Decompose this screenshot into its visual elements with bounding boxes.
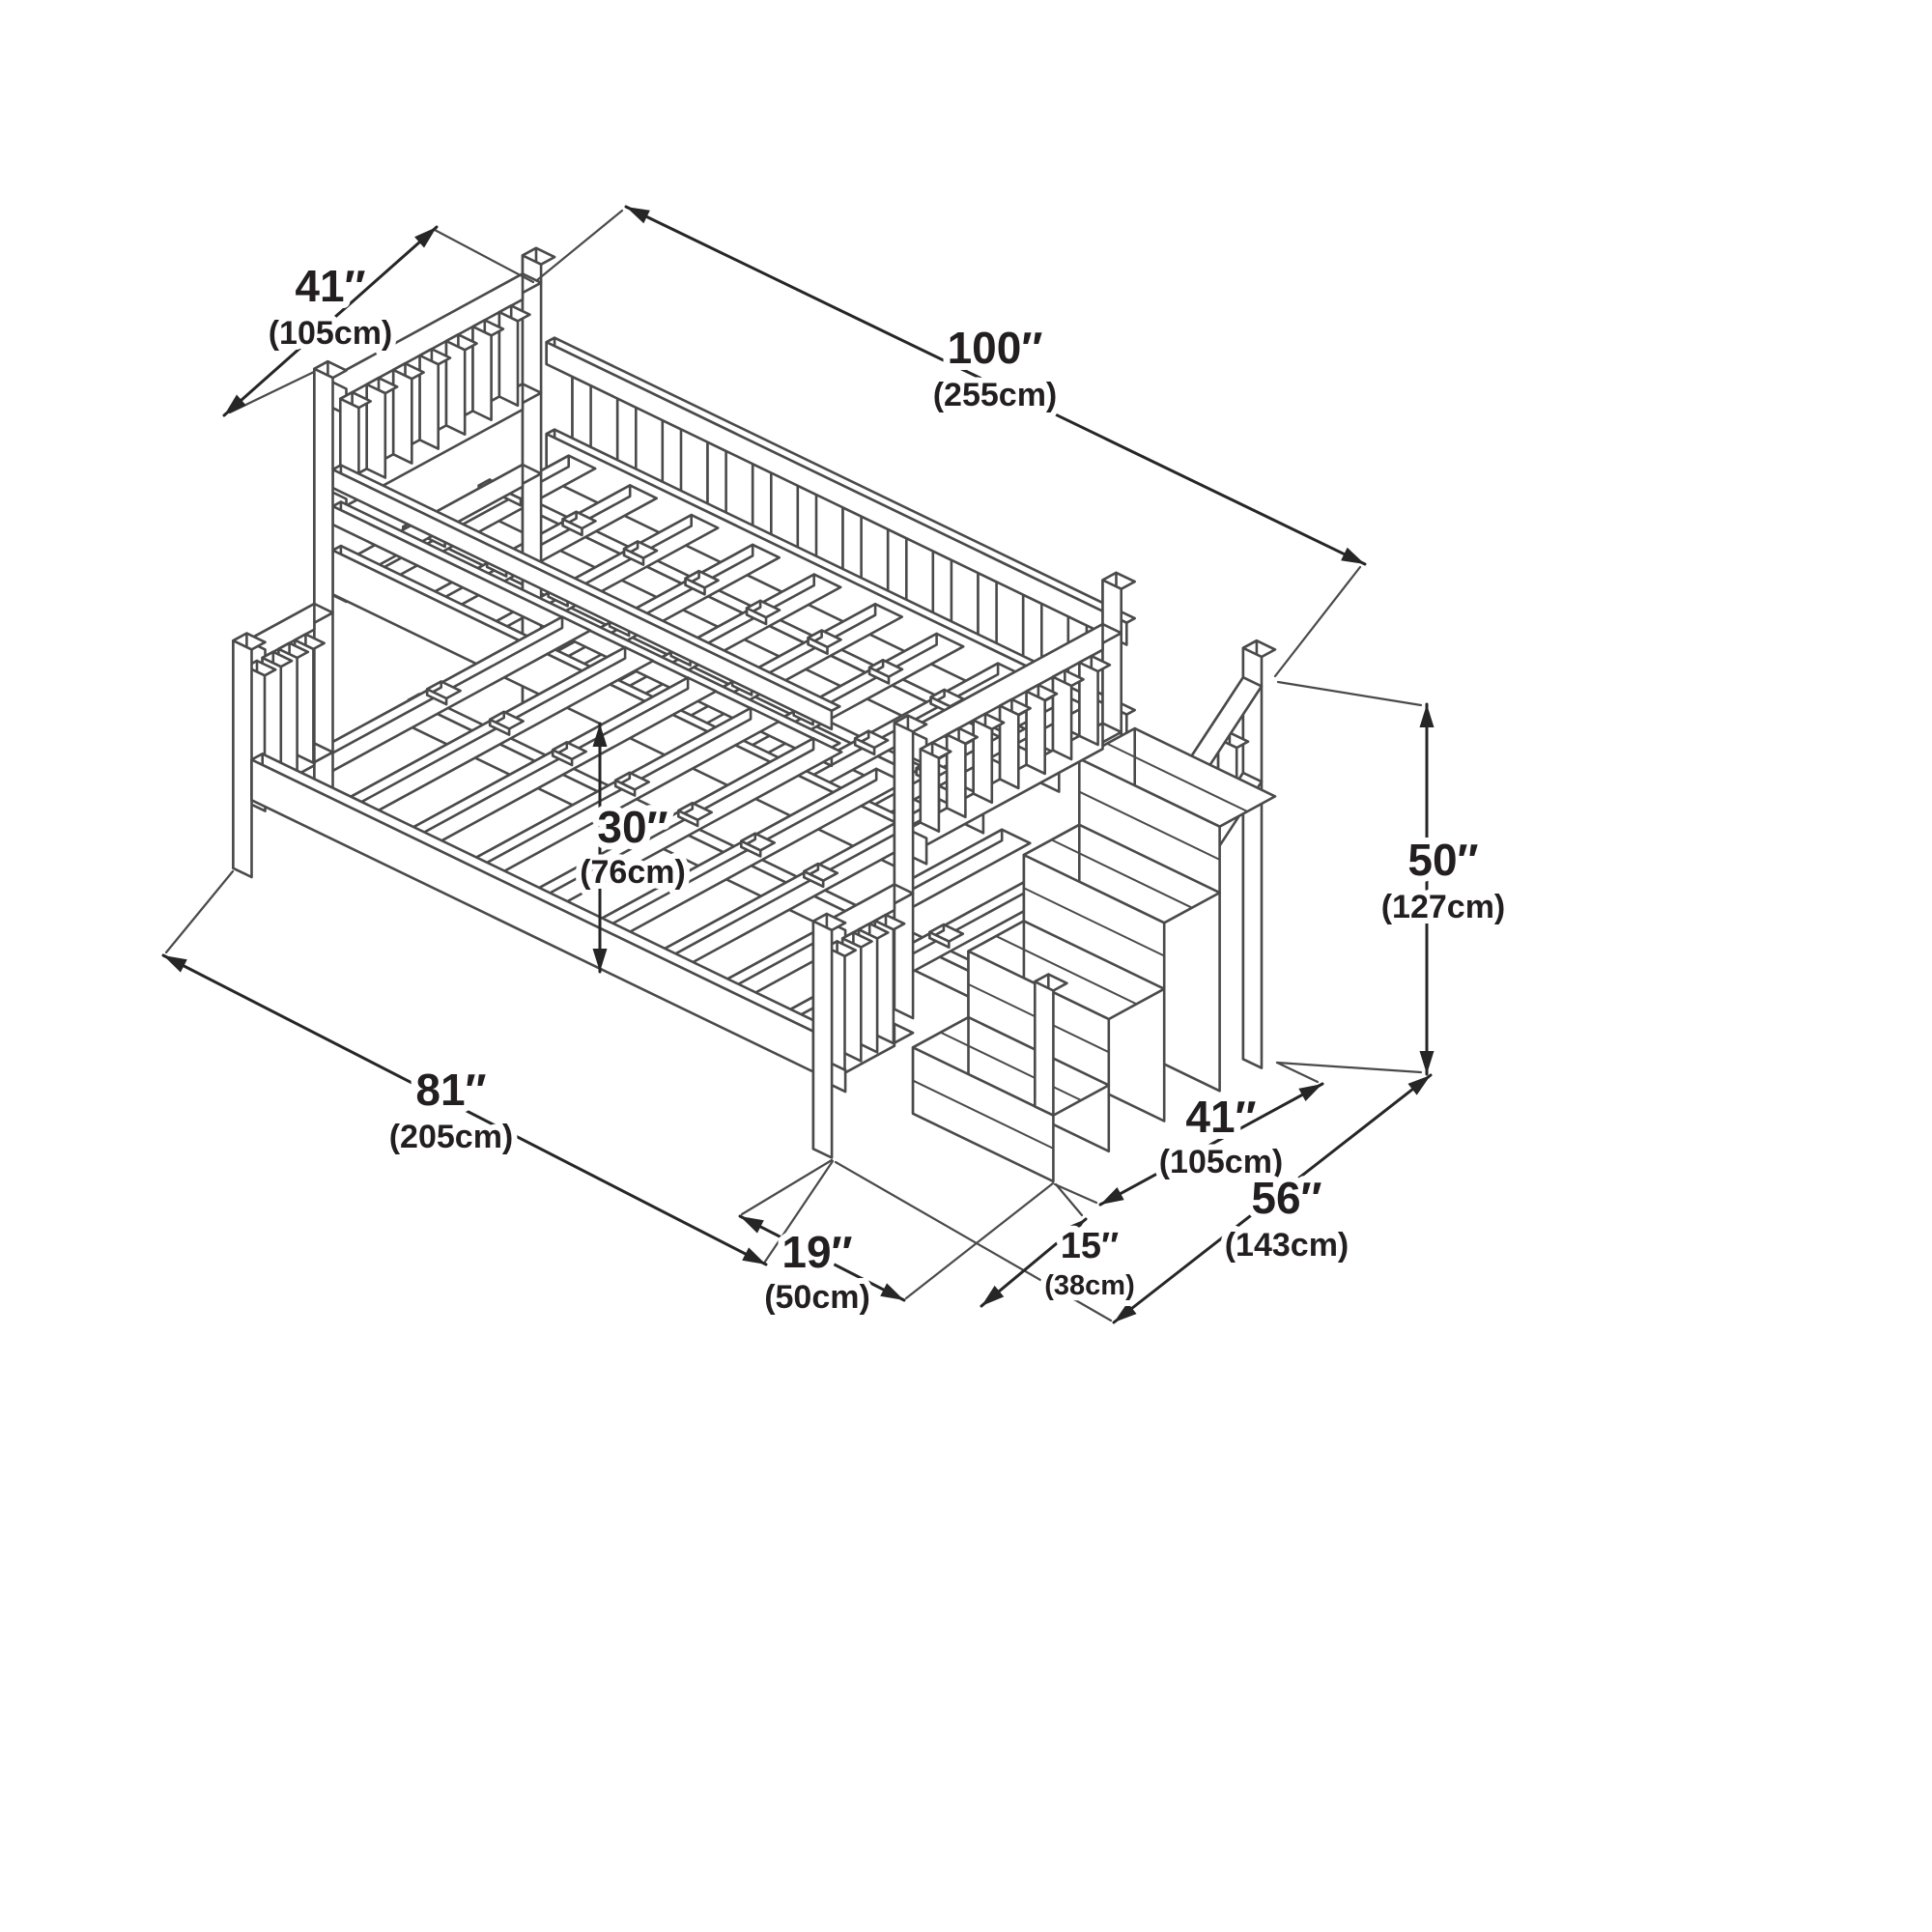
dim-metric: (105cm)	[1159, 1144, 1284, 1180]
dim-label-bunk-clearance: 30″ (76cm)	[574, 795, 692, 896]
dim-value: 56″	[1251, 1173, 1321, 1223]
dim-label-stair-unit-width: 19″ (50cm)	[758, 1220, 876, 1321]
dim-metric: (50cm)	[764, 1279, 870, 1316]
dim-label-upper-width: 41″ (105cm)	[263, 254, 399, 357]
dim-label-overall-depth: 56″ (143cm)	[1219, 1166, 1355, 1269]
dim-value: 19″	[781, 1227, 852, 1277]
dim-label-stair-depth: 41″ (105cm)	[1153, 1085, 1290, 1186]
dimension-lines	[161, 205, 1435, 1324]
dim-metric: (105cm)	[269, 315, 393, 352]
dim-label-front-overhang: 15″ (38cm)	[1038, 1219, 1141, 1307]
dim-value: 81″	[415, 1065, 486, 1115]
dim-value: 50″	[1407, 835, 1478, 885]
dim-metric: (255cm)	[933, 377, 1058, 413]
dim-metric: (143cm)	[1225, 1227, 1350, 1264]
dim-metric: (38cm)	[1044, 1270, 1135, 1301]
dim-metric: (127cm)	[1381, 889, 1506, 925]
dim-value: 100″	[948, 323, 1043, 373]
dim-metric: (76cm)	[580, 854, 686, 891]
dim-value: 41″	[1185, 1092, 1256, 1142]
dim-value: 15″	[1061, 1226, 1119, 1266]
dim-metric: (205cm)	[389, 1119, 514, 1155]
dim-value: 30″	[597, 802, 668, 852]
dim-label-total-length: 100″ (255cm)	[927, 316, 1064, 419]
bed-line-art	[232, 246, 1277, 1183]
dim-value: 41″	[295, 261, 365, 311]
dim-label-overall-height: 50″ (127cm)	[1376, 828, 1512, 931]
dimension-labels: 41″ (105cm) 100″ (255cm) 30″ (76cm) 50″ …	[263, 254, 1512, 1321]
dim-label-bed-length: 81″ (205cm)	[384, 1058, 520, 1161]
